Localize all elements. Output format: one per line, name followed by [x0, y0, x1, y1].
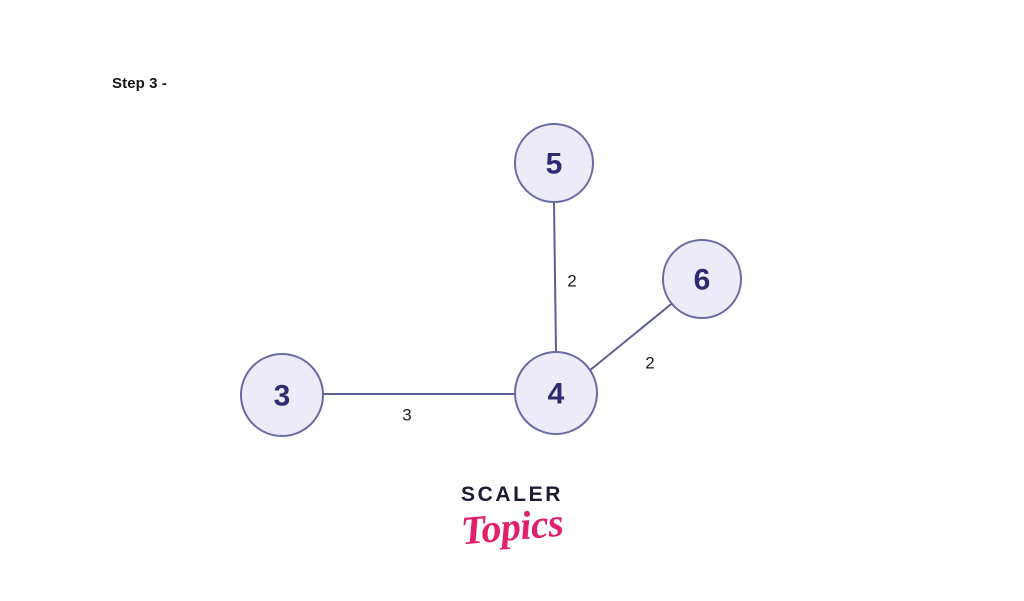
node-label-5: 5	[546, 148, 563, 181]
node-circle-4[interactable]	[514, 351, 598, 435]
node-label-3: 3	[274, 380, 291, 413]
node-circle-5[interactable]	[514, 123, 594, 203]
edge-weight-5-4: 2	[567, 272, 576, 291]
logo-scaler-text: SCALER	[461, 483, 563, 506]
graph-node-3[interactable]: 3	[240, 353, 324, 437]
edge-weight-4-6: 2	[645, 354, 654, 373]
graph-node-5[interactable]: 5	[514, 123, 594, 203]
scaler-topics-logo: SCALER Topics	[0, 483, 1024, 553]
nodes-layer: 5 6 3 4	[240, 123, 742, 437]
edge-weight-3-4: 3	[402, 406, 411, 425]
edge-4-6	[588, 300, 676, 372]
page-title: Step 3 -	[112, 75, 167, 92]
node-label-6: 6	[694, 264, 711, 297]
graph-node-4[interactable]: 4	[514, 351, 598, 435]
node-circle-3[interactable]	[240, 353, 324, 437]
node-circle-6[interactable]	[662, 239, 742, 319]
edge-5-4	[553, 201, 557, 353]
graph-node-6[interactable]: 6	[662, 239, 742, 319]
edges-layer	[323, 201, 676, 395]
edge-weights-layer: 2 2 3	[402, 272, 654, 425]
node-label-4: 4	[548, 378, 565, 411]
